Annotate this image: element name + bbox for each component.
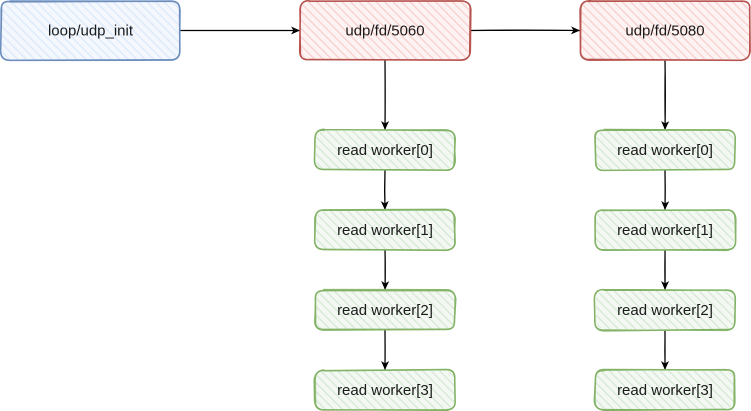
node-label: loop/udp_init [48, 23, 134, 40]
node-a2[interactable]: read worker[2] [314, 289, 455, 330]
node-label: udp/fd/5080 [625, 23, 704, 40]
node-b1[interactable]: read worker[1] [595, 210, 736, 251]
node-label: read worker[2] [617, 302, 713, 319]
edge-fd5080-to-b0 [665, 60, 666, 130]
node-a1[interactable]: read worker[1] [315, 209, 456, 250]
node-label: udp/fd/5060 [345, 23, 424, 40]
node-a0[interactable]: read worker[0] [314, 129, 455, 170]
node-b2[interactable]: read worker[2] [594, 289, 735, 331]
node-b0[interactable]: read worker[0] [595, 129, 736, 170]
node-label: read worker[1] [617, 222, 713, 239]
node-label: read worker[2] [337, 302, 433, 319]
node-label: read worker[0] [617, 142, 713, 159]
node-label: read worker[3] [337, 382, 433, 399]
node-fd5080[interactable]: udp/fd/5080 [580, 1, 750, 61]
node-b3[interactable]: read worker[3] [594, 369, 735, 410]
node-a3[interactable]: read worker[3] [314, 370, 455, 411]
node-init[interactable]: loop/udp_init [1, 1, 181, 61]
node-label: read worker[3] [617, 382, 713, 399]
node-fd5060[interactable]: udp/fd/5060 [300, 0, 471, 60]
node-label: read worker[0] [337, 142, 433, 159]
node-label: read worker[1] [337, 222, 433, 239]
